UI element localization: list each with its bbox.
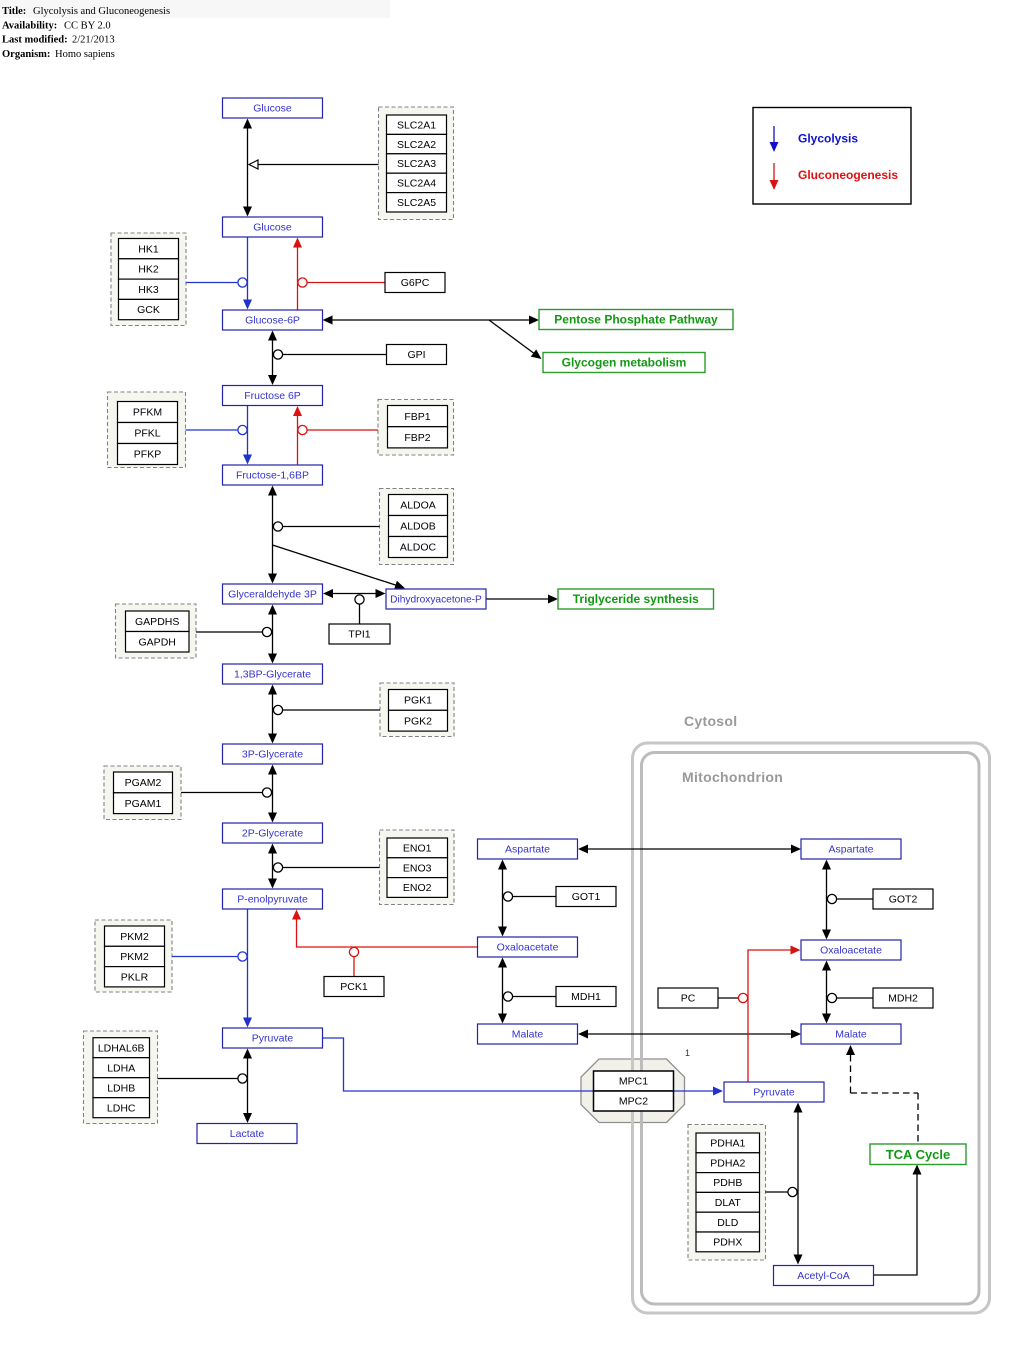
svg-text:Lactate: Lactate: [230, 1128, 265, 1140]
svg-text:ALDOA: ALDOA: [400, 500, 436, 512]
svg-text:PDHB: PDHB: [713, 1177, 742, 1189]
svg-text:PGAM2: PGAM2: [125, 777, 162, 789]
svg-text:PDHA2: PDHA2: [710, 1157, 745, 1169]
svg-text:GAPDH: GAPDH: [139, 636, 176, 648]
svg-text:SLC2A2: SLC2A2: [397, 139, 436, 151]
svg-text:Availability:CC BY 2.0: Availability:CC BY 2.0: [2, 21, 111, 32]
svg-text:Dihydroxyacetone-P: Dihydroxyacetone-P: [390, 595, 482, 606]
svg-text:LDHB: LDHB: [107, 1082, 135, 1094]
svg-text:LDHAL6B: LDHAL6B: [98, 1042, 145, 1054]
svg-text:PFKM: PFKM: [133, 407, 162, 419]
svg-text:HK2: HK2: [138, 264, 159, 276]
svg-text:DLAT: DLAT: [715, 1197, 742, 1209]
svg-text:PFKP: PFKP: [134, 449, 161, 461]
svg-text:GOT2: GOT2: [889, 894, 918, 906]
svg-text:Aspartate: Aspartate: [829, 844, 874, 856]
svg-text:MPC2: MPC2: [619, 1096, 648, 1108]
svg-text:Fructose 6P: Fructose 6P: [244, 390, 301, 402]
svg-text:G6PC: G6PC: [401, 277, 430, 289]
svg-text:MDH1: MDH1: [571, 991, 601, 1003]
svg-text:PC: PC: [681, 993, 696, 1005]
svg-text:Oxaloacetate: Oxaloacetate: [820, 945, 882, 957]
svg-text:ENO1: ENO1: [403, 843, 432, 855]
svg-text:FBP2: FBP2: [404, 432, 430, 444]
svg-text:ALDOB: ALDOB: [400, 521, 436, 533]
svg-text:HK3: HK3: [138, 284, 159, 296]
svg-text:MDH2: MDH2: [888, 993, 918, 1005]
svg-text:SLC2A4: SLC2A4: [397, 178, 436, 190]
svg-text:Glucose-6P: Glucose-6P: [245, 315, 300, 327]
svg-text:PDHA1: PDHA1: [710, 1138, 745, 1150]
svg-text:Pyruvate: Pyruvate: [252, 1033, 294, 1045]
svg-text:PCK1: PCK1: [340, 981, 368, 993]
svg-text:Pentose Phosphate Pathway: Pentose Phosphate Pathway: [554, 313, 718, 327]
svg-text:PFKL: PFKL: [134, 428, 160, 440]
svg-text:ENO3: ENO3: [403, 862, 432, 874]
svg-text:FBP1: FBP1: [404, 411, 430, 423]
svg-text:LDHC: LDHC: [107, 1102, 136, 1114]
svg-text:GCK: GCK: [137, 304, 160, 316]
svg-text:PKM2: PKM2: [120, 951, 149, 963]
svg-text:ALDOC: ALDOC: [400, 542, 437, 554]
svg-text:Glucose: Glucose: [253, 222, 292, 234]
svg-text:PKM2: PKM2: [120, 931, 149, 943]
svg-text:3P-Glycerate: 3P-Glycerate: [242, 749, 303, 761]
svg-text:SLC2A3: SLC2A3: [397, 158, 436, 170]
svg-text:Pyruvate: Pyruvate: [753, 1087, 795, 1099]
svg-text:Title:Glycolysis and Gluconeog: Title:Glycolysis and Gluconeogenesis: [2, 6, 170, 17]
svg-text:GOT1: GOT1: [572, 891, 601, 903]
svg-text:Acetyl-CoA: Acetyl-CoA: [797, 1270, 850, 1282]
svg-text:Fructose-1,6BP: Fructose-1,6BP: [236, 470, 309, 482]
svg-text:TCA Cycle: TCA Cycle: [886, 1147, 951, 1162]
svg-text:DLD: DLD: [717, 1217, 738, 1229]
svg-text:Malate: Malate: [835, 1029, 867, 1041]
svg-text:Triglyceride synthesis: Triglyceride synthesis: [573, 592, 699, 606]
svg-text:Last modified:2/21/2013: Last modified:2/21/2013: [2, 35, 115, 46]
svg-text:PGK2: PGK2: [404, 715, 432, 727]
svg-text:Cytosol: Cytosol: [684, 713, 737, 729]
svg-text:GAPDHS: GAPDHS: [135, 616, 179, 628]
svg-text:Glycolysis: Glycolysis: [798, 132, 858, 146]
svg-text:Gluconeogenesis: Gluconeogenesis: [798, 168, 898, 182]
svg-text:1: 1: [685, 1048, 690, 1058]
svg-text:LDHA: LDHA: [107, 1062, 135, 1074]
svg-text:1,3BP-Glycerate: 1,3BP-Glycerate: [234, 669, 311, 681]
svg-text:TPI1: TPI1: [348, 629, 370, 641]
svg-text:Oxaloacetate: Oxaloacetate: [497, 942, 559, 954]
svg-text:MPC1: MPC1: [619, 1076, 648, 1088]
svg-text:Mitochondrion: Mitochondrion: [682, 769, 783, 785]
svg-text:SLC2A5: SLC2A5: [397, 197, 436, 209]
svg-text:Glycogen metabolism: Glycogen metabolism: [562, 356, 687, 370]
svg-text:Glucose: Glucose: [253, 103, 292, 115]
svg-text:Organism:Homo sapiens: Organism:Homo sapiens: [2, 49, 115, 60]
svg-text:2P-Glycerate: 2P-Glycerate: [242, 828, 303, 840]
svg-text:PGAM1: PGAM1: [125, 798, 162, 810]
svg-text:ENO2: ENO2: [403, 882, 432, 894]
svg-text:Aspartate: Aspartate: [505, 844, 550, 856]
svg-text:SLC2A1: SLC2A1: [397, 119, 436, 131]
svg-text:GPI: GPI: [407, 349, 425, 361]
svg-text:Glyceraldehyde 3P: Glyceraldehyde 3P: [228, 589, 317, 601]
svg-text:P-enolpyruvate: P-enolpyruvate: [237, 894, 308, 906]
svg-text:Malate: Malate: [512, 1029, 544, 1041]
svg-text:PDHX: PDHX: [713, 1237, 742, 1249]
svg-text:HK1: HK1: [138, 243, 159, 255]
svg-text:PKLR: PKLR: [121, 971, 149, 983]
svg-text:PGK1: PGK1: [404, 695, 432, 707]
